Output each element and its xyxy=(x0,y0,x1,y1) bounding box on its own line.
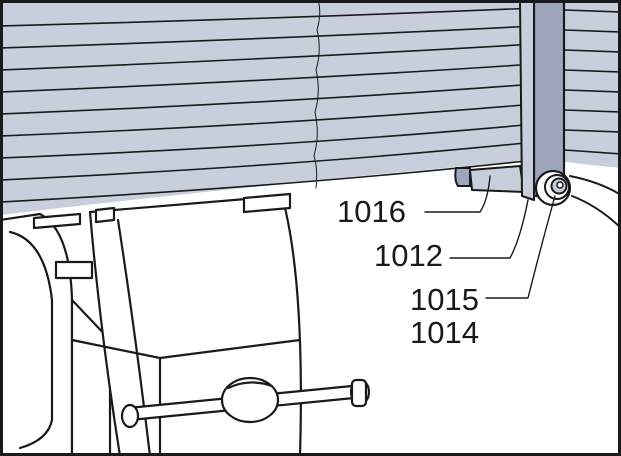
part-1016-block xyxy=(454,167,471,187)
callout-1015: 1015 xyxy=(410,282,479,317)
callout-1012: 1012 xyxy=(374,238,443,273)
handle-bar xyxy=(120,376,371,429)
callout-1014: 1014 xyxy=(410,315,479,350)
vertical-bracket xyxy=(519,2,566,201)
bolt-assembly xyxy=(534,169,572,207)
callout-1016: 1016 xyxy=(337,194,406,229)
roller-slats xyxy=(2,2,619,215)
leader-lines xyxy=(424,175,556,299)
